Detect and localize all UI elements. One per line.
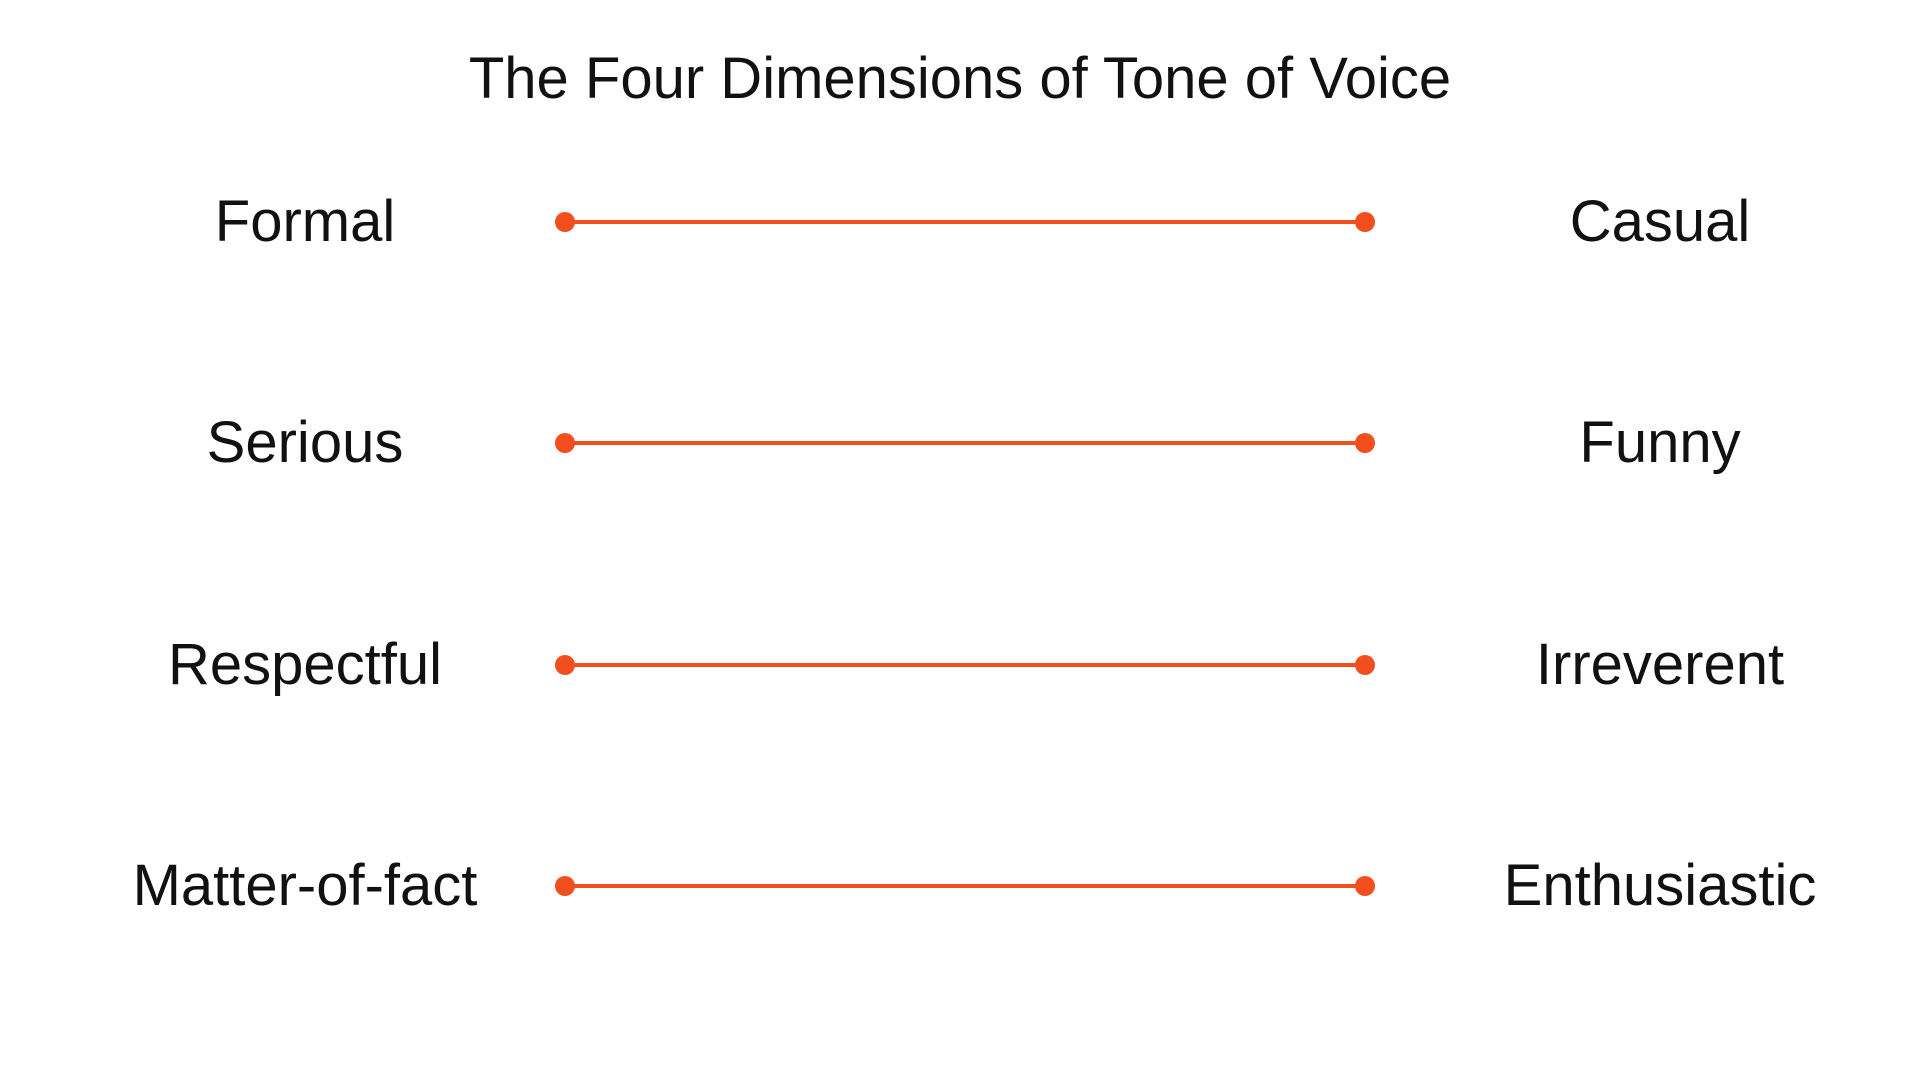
left-endpoint-dot	[555, 212, 575, 232]
dimension-row-matter-of-fact-enthusiastic: Matter-of-fact Enthusiastic	[0, 846, 1920, 926]
scale-line	[555, 212, 1375, 232]
left-endpoint-dot	[555, 655, 575, 675]
right-pole-label: Irreverent	[1535, 632, 1785, 697]
right-pole-label: Funny	[1579, 410, 1741, 475]
dimension-row-respectful-irreverent: Respectful Irreverent	[0, 625, 1920, 705]
right-pole-label: Casual	[1569, 189, 1751, 254]
right-endpoint-dot	[1355, 433, 1375, 453]
right-endpoint-dot	[1355, 212, 1375, 232]
left-pole-label: Matter-of-fact	[132, 853, 478, 918]
right-pole-label: Enthusiastic	[1503, 853, 1817, 918]
scale-line	[555, 655, 1375, 675]
dimension-row-formal-casual: Formal Casual	[0, 182, 1920, 262]
left-pole-label: Formal	[214, 189, 396, 254]
dimension-row-serious-funny: Serious Funny	[0, 403, 1920, 483]
left-endpoint-dot	[555, 876, 575, 896]
right-endpoint-dot	[1355, 876, 1375, 896]
left-pole-label: Respectful	[167, 632, 443, 697]
right-endpoint-dot	[1355, 655, 1375, 675]
scale-line	[555, 876, 1375, 896]
left-endpoint-dot	[555, 433, 575, 453]
left-pole-label: Serious	[206, 410, 404, 475]
scale-line	[555, 433, 1375, 453]
diagram-title: The Four Dimensions of Tone of Voice	[468, 46, 1452, 111]
